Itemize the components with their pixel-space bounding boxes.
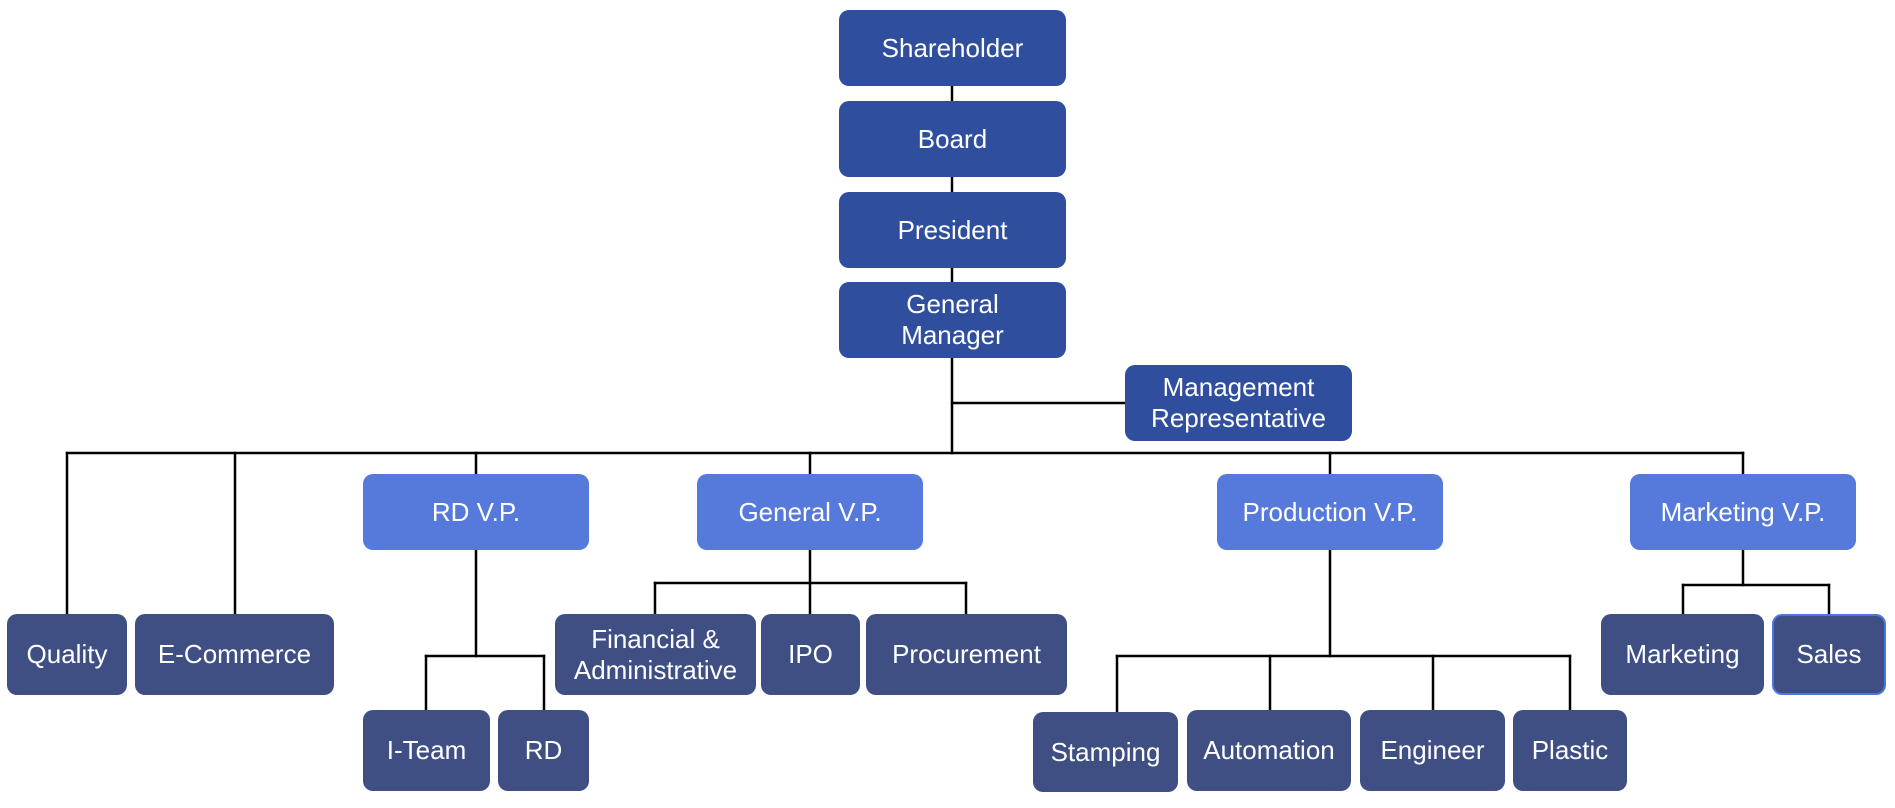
marketing-vp-label: Marketing V.P. bbox=[1660, 496, 1826, 527]
stamping-label: Stamping bbox=[1050, 736, 1161, 767]
plastic-box: Plastic bbox=[1513, 710, 1627, 791]
i-team-box: I-Team bbox=[363, 710, 490, 791]
shareholder-label: Shareholder bbox=[881, 32, 1024, 63]
board-label: Board bbox=[917, 123, 988, 154]
general-manager-box: General Manager bbox=[839, 282, 1066, 358]
rd-vp-box: RD V.P. bbox=[363, 474, 589, 550]
management-representative-box: Management Representative bbox=[1125, 365, 1352, 441]
procurement-label: Procurement bbox=[892, 639, 1041, 669]
marketing-label: Marketing bbox=[1625, 639, 1740, 669]
quality-box: Quality bbox=[7, 614, 127, 695]
management-representative-label: Management Representative bbox=[1151, 372, 1326, 433]
production-vp-label: Production V.P. bbox=[1242, 496, 1418, 527]
rd-vp-label: RD V.P. bbox=[431, 496, 521, 527]
engineer-label: Engineer bbox=[1380, 735, 1485, 765]
production-vp-box: Production V.P. bbox=[1217, 474, 1443, 550]
e-commerce-label: E-Commerce bbox=[157, 639, 312, 669]
engineer-box: Engineer bbox=[1360, 710, 1505, 791]
stamping-box: Stamping bbox=[1033, 712, 1178, 792]
president-label: President bbox=[897, 214, 1008, 245]
rd-label: RD bbox=[524, 735, 563, 765]
shareholder-box: Shareholder bbox=[839, 10, 1066, 86]
marketing-box: Marketing bbox=[1601, 614, 1764, 695]
quality-label: Quality bbox=[26, 639, 108, 669]
i-team-label: I-Team bbox=[386, 735, 467, 765]
e-commerce-box: E-Commerce bbox=[135, 614, 334, 695]
plastic-label: Plastic bbox=[1531, 735, 1609, 765]
sales-box: Sales bbox=[1772, 614, 1886, 695]
board-box: Board bbox=[839, 101, 1066, 177]
automation-box: Automation bbox=[1187, 710, 1351, 791]
president-box: President bbox=[839, 192, 1066, 268]
ipo-label: IPO bbox=[788, 639, 833, 669]
general-manager-label: General Manager bbox=[901, 289, 1004, 350]
general-vp-label: General V.P. bbox=[738, 496, 882, 527]
ipo-box: IPO bbox=[761, 614, 860, 695]
financial-administrative-label: Financial & Administrative bbox=[573, 623, 738, 685]
rd-box: RD bbox=[498, 710, 589, 791]
financial-administrative-box: Financial & Administrative bbox=[555, 614, 756, 695]
marketing-vp-box: Marketing V.P. bbox=[1630, 474, 1856, 550]
sales-label: Sales bbox=[1796, 639, 1862, 669]
automation-label: Automation bbox=[1203, 735, 1335, 765]
general-vp-box: General V.P. bbox=[697, 474, 923, 550]
procurement-box: Procurement bbox=[866, 614, 1067, 695]
